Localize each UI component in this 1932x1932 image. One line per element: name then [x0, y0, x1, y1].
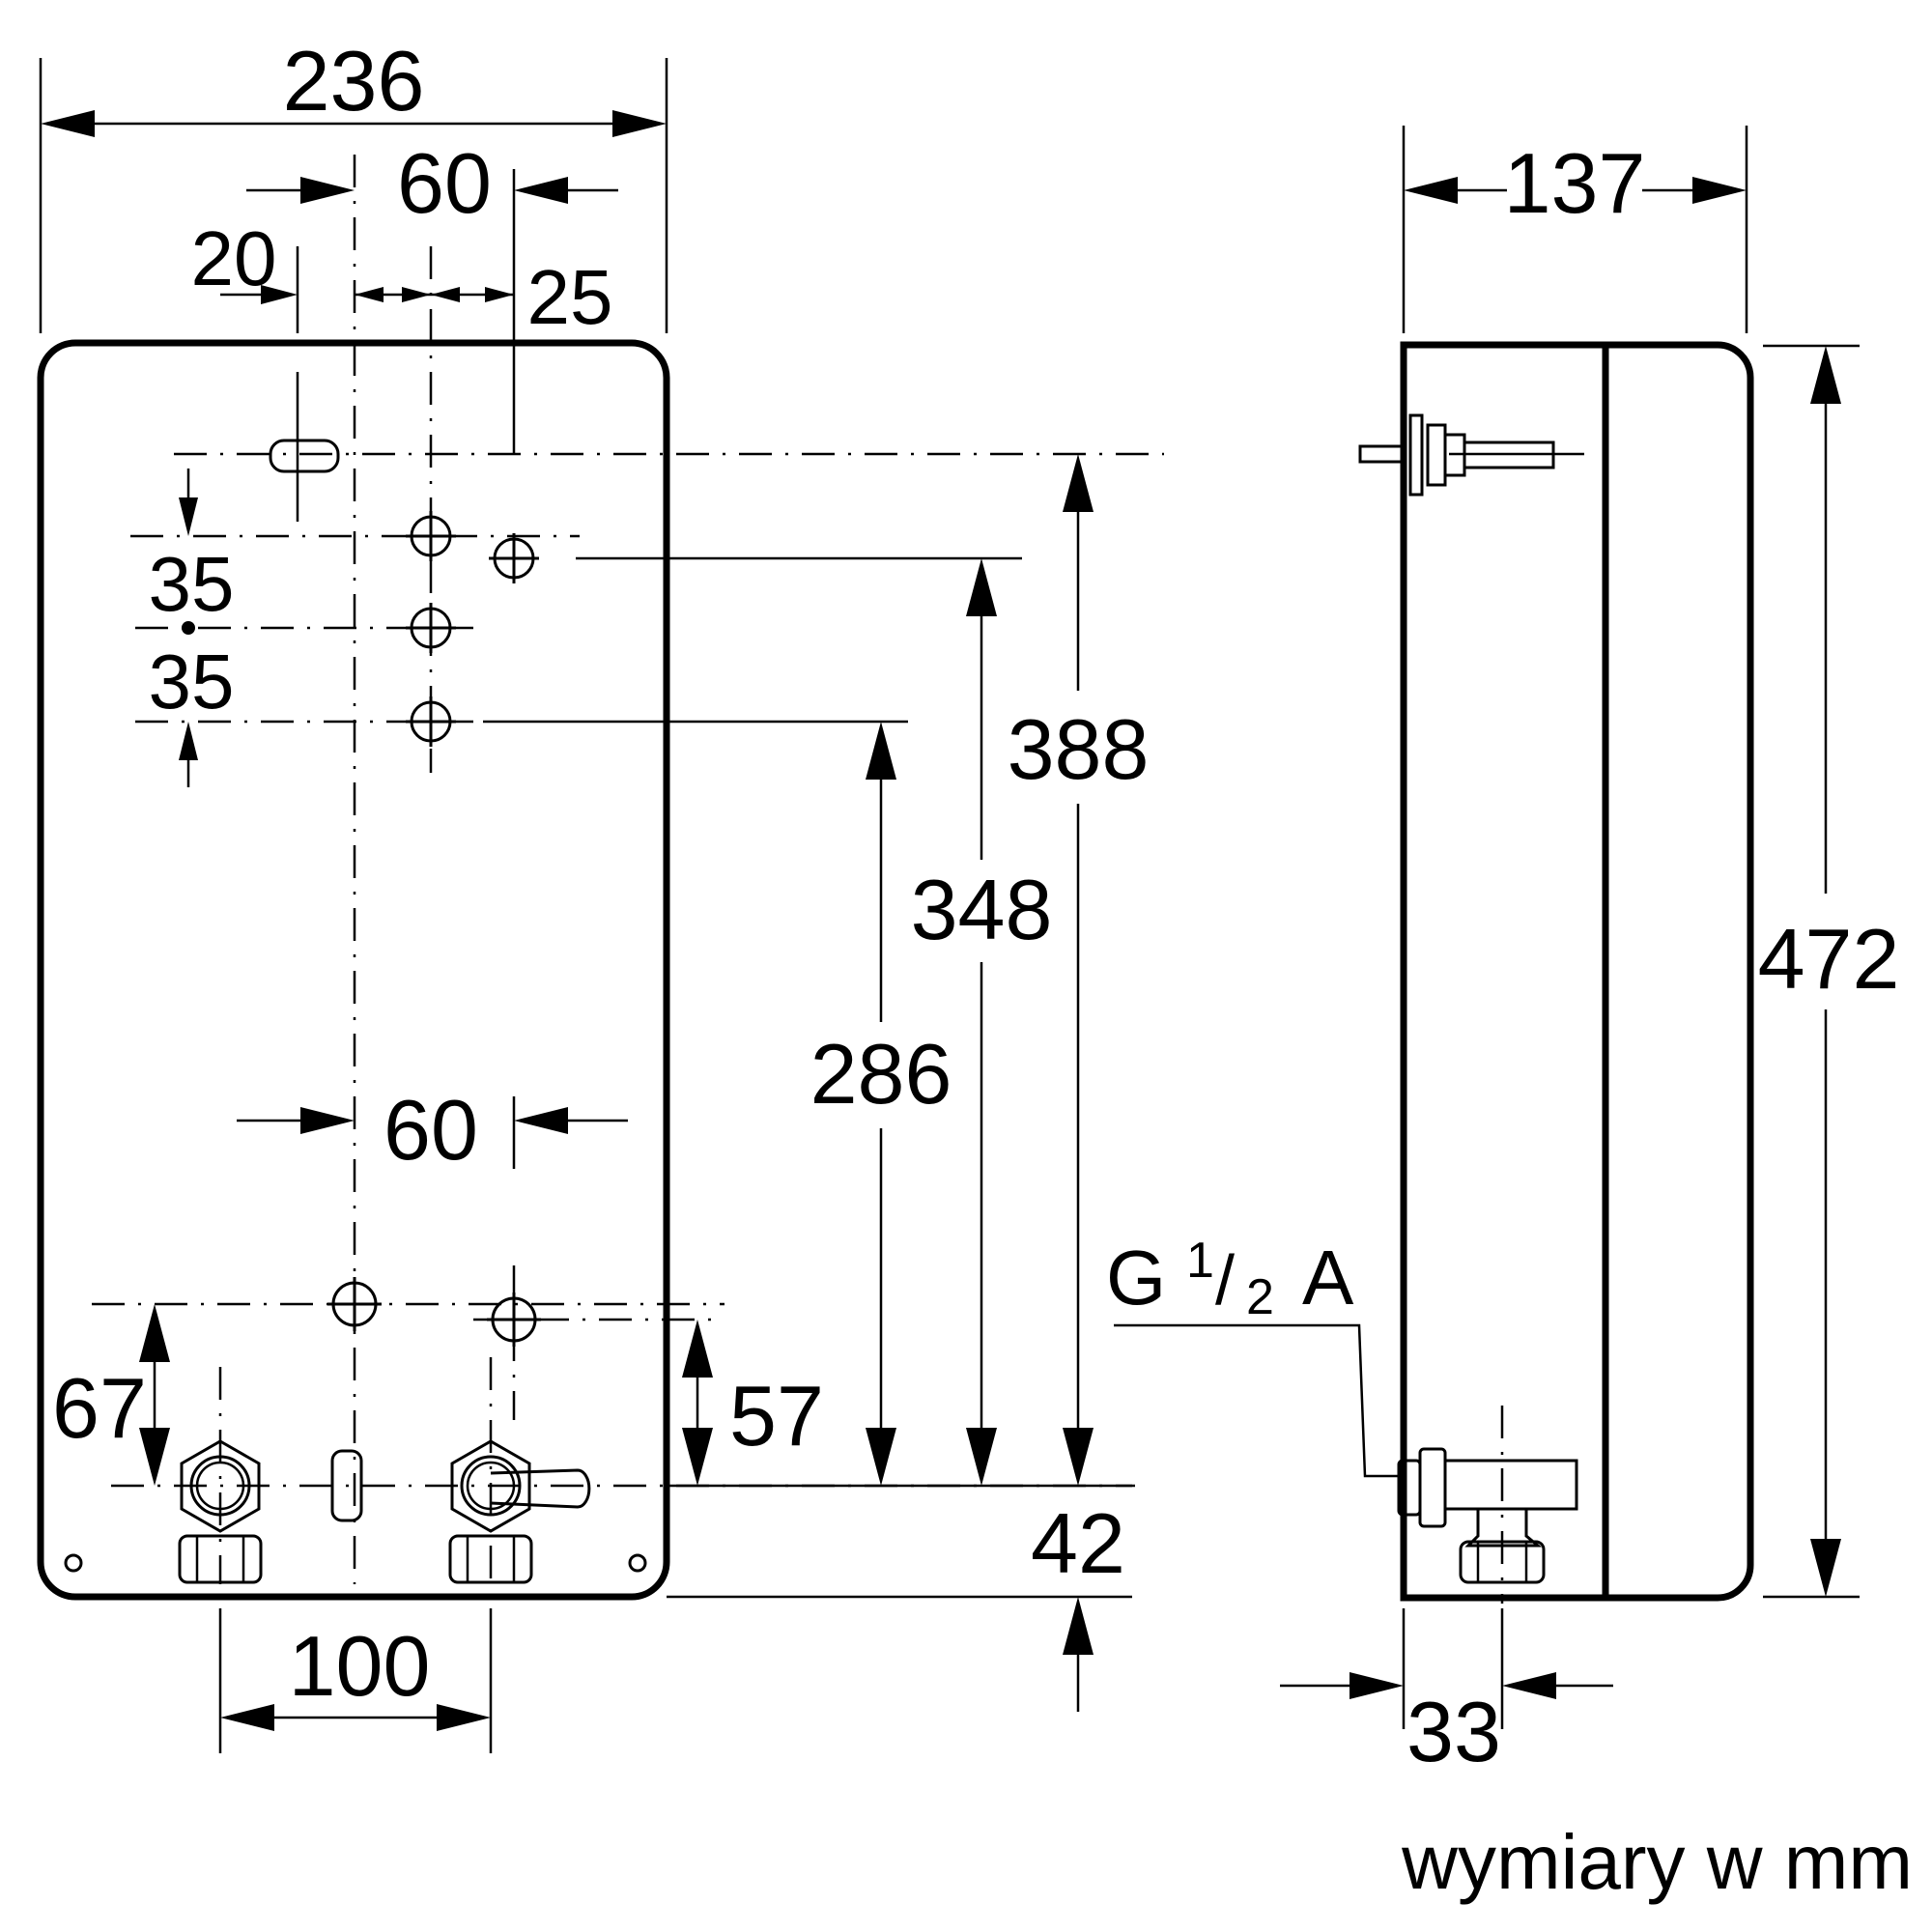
mounting-hole-top-2 — [489, 533, 539, 583]
side-top-bolt — [1358, 413, 1584, 497]
dim-137: 137 — [1504, 135, 1646, 231]
thread-suffix: A — [1302, 1235, 1354, 1321]
dim-33: 33 — [1406, 1684, 1501, 1779]
dim-60-bottom: 60 — [384, 1082, 478, 1178]
water-fitting-right — [448, 1439, 591, 1584]
mounting-hole-right — [628, 1553, 647, 1573]
dim-67: 67 — [52, 1360, 147, 1456]
side-water-connection — [1397, 1406, 1578, 1604]
dim-472: 472 — [1758, 911, 1900, 1007]
dim-60-top: 60 — [397, 135, 492, 231]
dim-348: 348 — [911, 862, 1053, 957]
front-dimensions: 236 60 20 25 35 35 — [39, 33, 1150, 1753]
units-note: wymiary w mm — [1401, 1819, 1913, 1905]
thread-leader-line — [1114, 1323, 1399, 1478]
thread-slash: / — [1215, 1242, 1235, 1320]
front-view — [37, 155, 1164, 1601]
water-fitting-left — [178, 1439, 263, 1584]
dim-286: 286 — [810, 1026, 952, 1122]
dim-388: 388 — [1008, 701, 1150, 797]
mounting-hole-mid — [406, 603, 456, 653]
dim-20: 20 — [191, 215, 277, 301]
thread-denominator: 2 — [1246, 1269, 1274, 1325]
mounting-hole-low — [406, 696, 456, 747]
thread-spec: G 1 / 2 A — [1106, 1233, 1354, 1325]
dim-35-a: 35 — [149, 541, 235, 627]
top-cable-plug — [269, 372, 340, 522]
dim-25: 25 — [527, 254, 613, 340]
side-dimensions: 137 472 33 — [1280, 126, 1899, 1779]
dim-42: 42 — [1031, 1495, 1125, 1591]
mounting-hole-top-1 — [406, 511, 456, 561]
connection-hole-left — [327, 1277, 382, 1331]
dim-236: 236 — [283, 33, 425, 128]
mounting-hole-left — [64, 1553, 83, 1573]
bottom-cable-plug — [330, 1449, 363, 1522]
side-housing-outline — [1400, 341, 1754, 1602]
connection-hole-right — [487, 1293, 541, 1347]
thread-prefix: G — [1106, 1235, 1166, 1321]
dim-100: 100 — [289, 1618, 431, 1714]
dim-57: 57 — [729, 1368, 824, 1463]
dim-35-b: 35 — [149, 639, 235, 724]
thread-numerator: 1 — [1186, 1233, 1214, 1289]
side-view — [1114, 341, 1754, 1604]
